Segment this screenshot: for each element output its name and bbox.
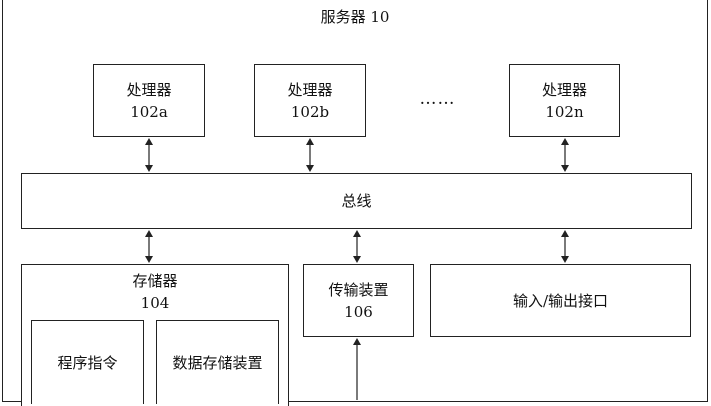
processor-label: 处理器 — [541, 80, 587, 99]
processor-id: 102n — [545, 102, 584, 121]
io-interface-box: 输入/输出接口 — [430, 264, 691, 337]
transfer-device-id: 106 — [344, 302, 373, 321]
data-storage-label: 数据存储装置 — [172, 353, 263, 372]
bus-box: 总线 — [21, 173, 692, 229]
program-instructions-box: 程序指令 — [31, 320, 144, 404]
transfer-device-box: 传输装置 106 — [303, 264, 414, 337]
storage-label: 存储器 — [132, 272, 178, 290]
processor-id: 102b — [290, 102, 330, 121]
processor-label: 处理器 — [126, 80, 172, 99]
data-storage-box: 数据存储装置 — [156, 320, 279, 404]
processor-label: 处理器 — [287, 80, 333, 99]
transfer-device-label: 传输装置 — [328, 280, 389, 299]
processor-box-a: 处理器 102a — [93, 64, 205, 137]
server-title: 服务器 10 — [320, 8, 390, 26]
bus-label: 总线 — [341, 192, 372, 210]
processor-id: 102a — [130, 102, 168, 121]
storage-id: 104 — [140, 294, 170, 312]
processor-box-n: 处理器 102n — [509, 64, 620, 137]
io-interface-label: 输入/输出接口 — [512, 291, 609, 310]
processor-box-b: 处理器 102b — [254, 64, 366, 137]
program-instructions-label: 程序指令 — [57, 353, 118, 372]
processor-ellipsis: …… — [419, 89, 456, 109]
